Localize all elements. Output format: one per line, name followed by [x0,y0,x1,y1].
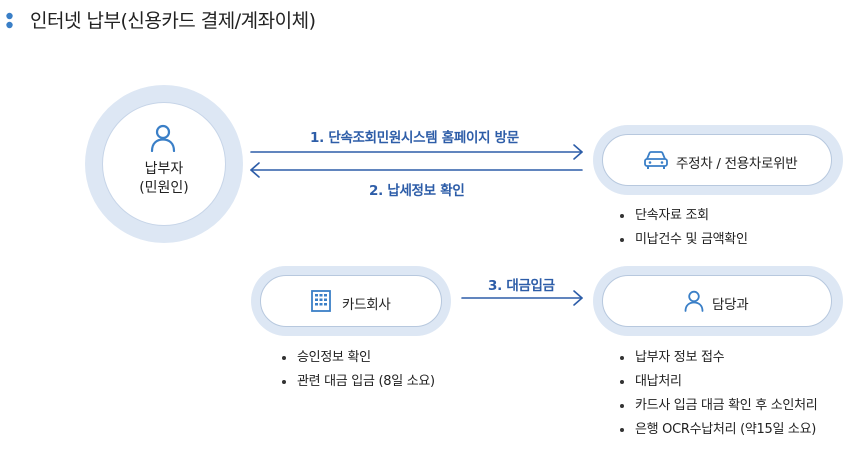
list-item: 대납처리 [620,370,817,394]
card-company-node [260,275,442,327]
officer-label: 담당과 [712,297,749,313]
payer-node [102,102,226,226]
step3-label: 3. 대금입금 [488,278,555,294]
payer-label-line1: 납부자 [144,161,184,177]
card-company-label: 카드회사 [342,297,391,313]
person-icon [684,290,704,312]
title-bullet-icon [6,12,13,29]
payer-label: 납부자 (민원인) [102,160,226,198]
list-item: 은행 OCR수납처리 (약15일 소요) [620,418,817,442]
list-item: 관련 대금 입금 (8일 소요) [282,370,435,394]
list-item: 카드사 입금 대금 확인 후 소인처리 [620,394,818,418]
list-item: 미납건수 및 금액확인 [620,228,748,252]
parking-list: 단속자료 조회 미납건수 및 금액확인 [620,204,748,252]
person-icon [150,124,176,152]
step2-label: 2. 납세정보 확인 [369,183,465,199]
payer-label-line2: (민원인) [139,180,189,196]
parking-node [602,134,832,186]
building-icon [311,290,331,312]
parking-label: 주정차 / 전용차로위반 [676,156,798,172]
list-item: 승인정보 확인 [282,346,435,370]
officer-list: 납부자 정보 접수 대납처리 카드사 입금 대금 확인 후 소인처리 은행 OC… [620,346,818,442]
list-item: 납부자 정보 접수 [620,346,817,370]
step1-label: 1. 단속조회민원시스템 홈페이지 방문 [310,130,519,146]
page-title: 인터넷 납부(신용카드 결제/계좌이체) [30,10,316,32]
card-company-list: 승인정보 확인 관련 대금 입금 (8일 소요) [282,346,435,394]
car-icon [644,151,668,169]
list-item: 단속자료 조회 [620,204,748,228]
officer-node [602,275,832,327]
